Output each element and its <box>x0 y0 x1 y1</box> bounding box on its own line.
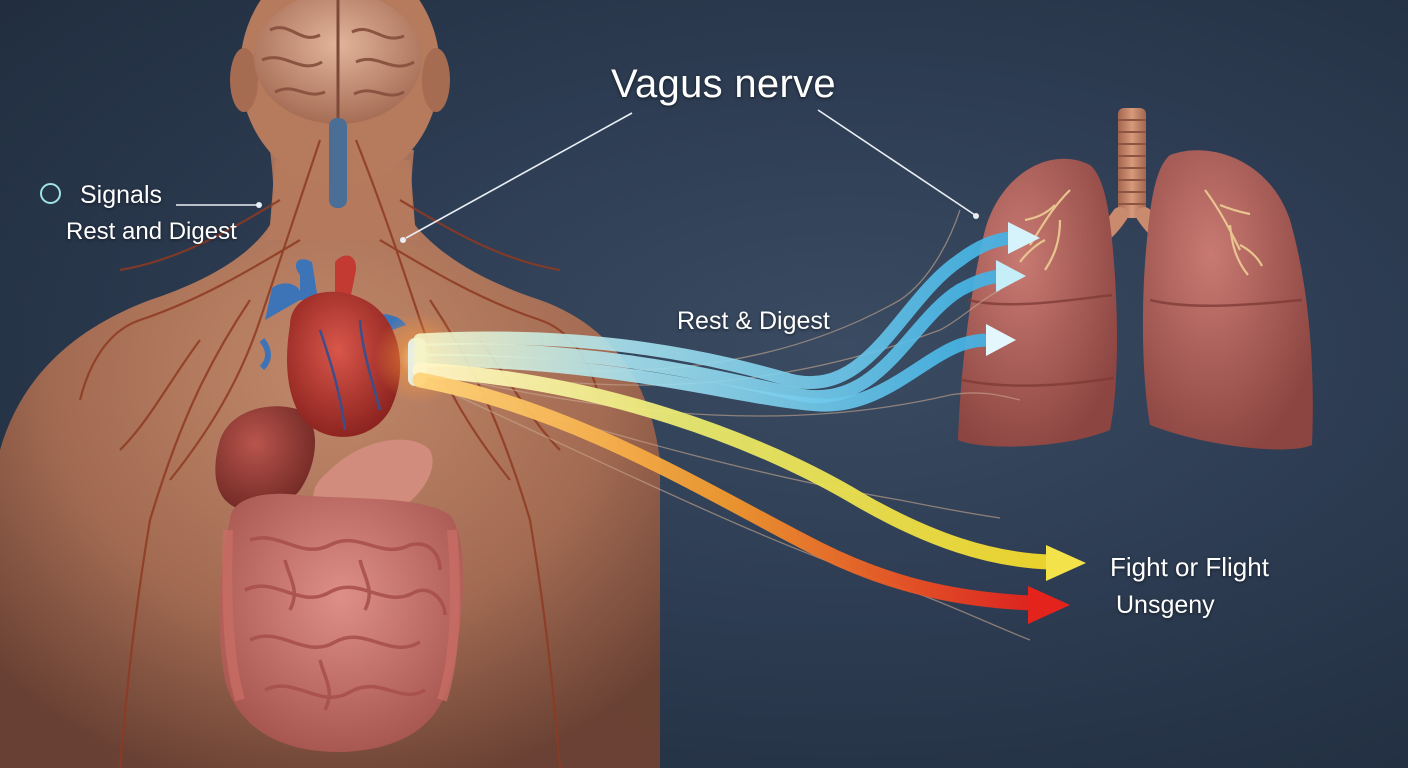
intestines <box>219 493 464 752</box>
arrow-head-cyan-2 <box>996 260 1026 292</box>
signals-label: Signals <box>80 181 162 209</box>
rest-digest-arrow-label: Rest & Digest <box>677 307 830 335</box>
arrow-head-cyan-1 <box>1008 222 1040 254</box>
nerve-network <box>78 139 602 768</box>
arrow-red <box>412 372 1038 611</box>
vagus-nerve-label: Vagus nerve <box>611 62 836 106</box>
arrow-cyan-1 <box>413 231 1017 389</box>
rest-digest-arrows <box>413 222 1040 412</box>
arrow-head-red <box>1028 586 1070 624</box>
rest-and-digest-label: Rest and Digest <box>66 218 237 245</box>
leader-dot-lung <box>973 213 979 219</box>
ring-icon <box>40 183 61 204</box>
unsgeny-label: Unsgeny <box>1116 591 1215 619</box>
leader-lines <box>176 109 976 239</box>
fight-or-flight-label: Fight or Flight <box>1110 552 1269 582</box>
fight-flight-arrows <box>412 362 1086 624</box>
arrow-yellow <box>412 362 1058 570</box>
arrow-head-yellow <box>1046 545 1086 581</box>
lungs <box>958 108 1313 450</box>
arrow-head-cyan-3 <box>986 324 1016 356</box>
arrow-cyan-2 <box>413 269 1007 404</box>
brain <box>254 0 422 208</box>
arrow-cyan-3 <box>413 333 997 412</box>
liver <box>215 406 315 513</box>
leader-dot-neck <box>400 237 406 243</box>
leader-dot-signals <box>256 202 262 208</box>
